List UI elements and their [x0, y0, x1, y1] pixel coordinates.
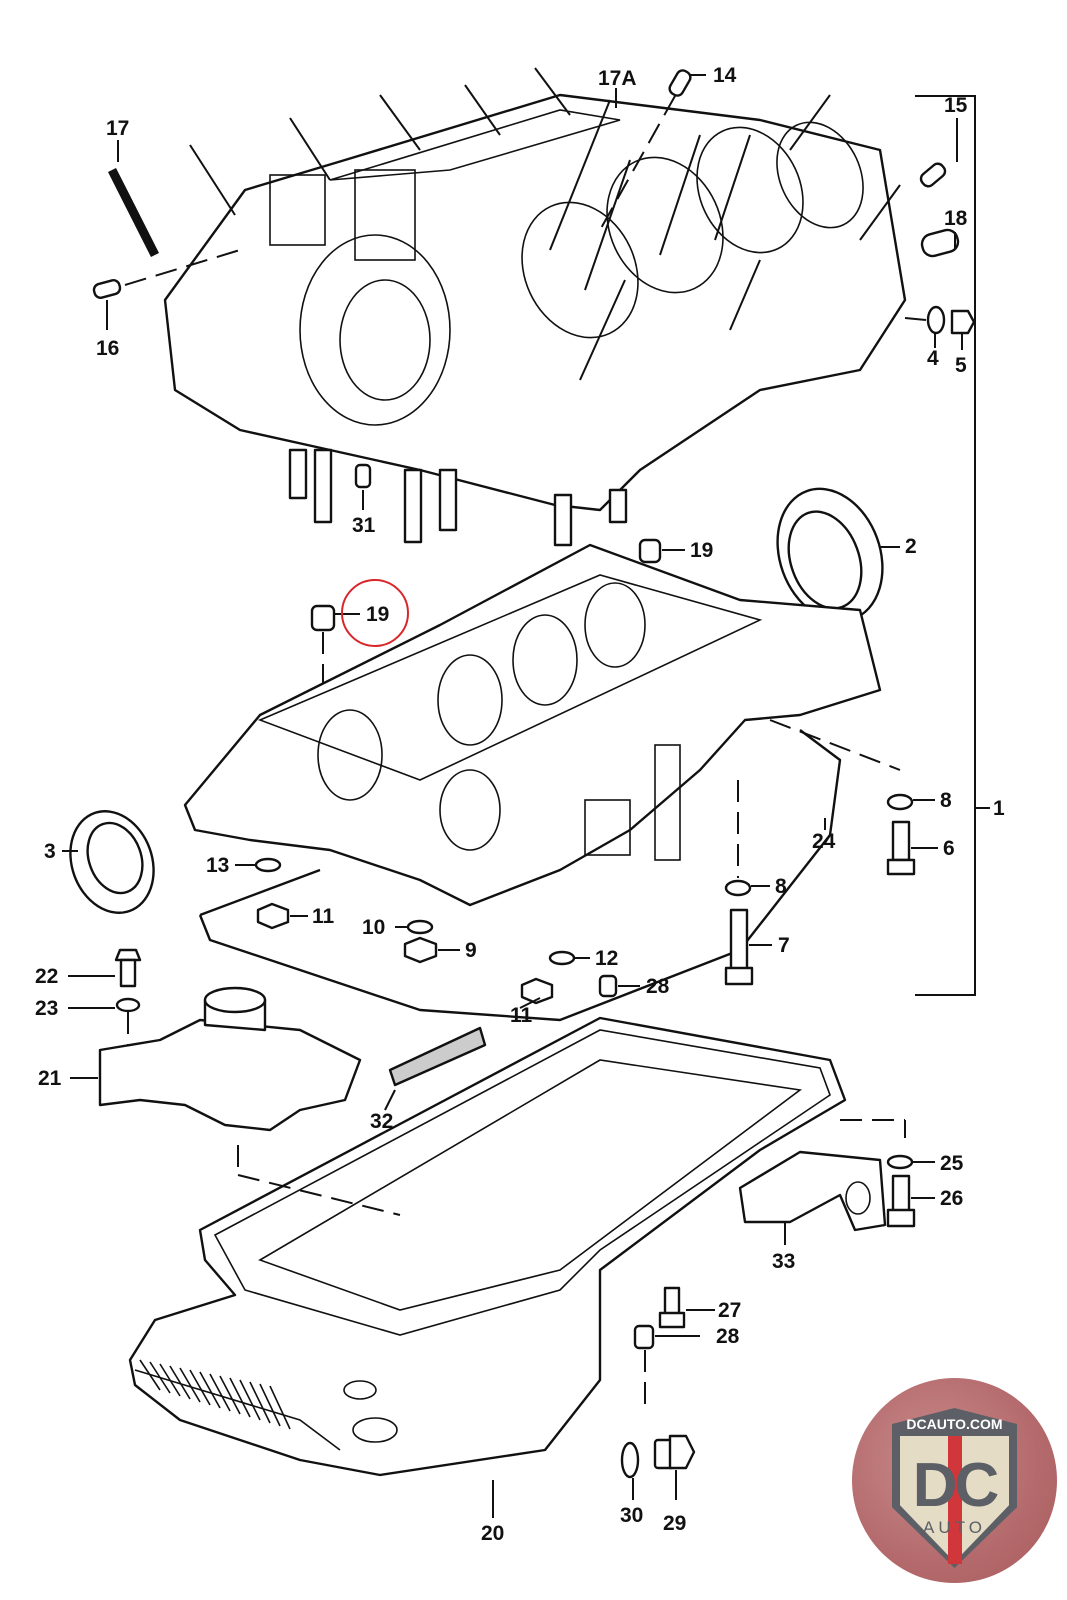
callout-7: 7 — [778, 934, 790, 957]
callout-15: 15 — [944, 94, 968, 117]
sealing-ring-30 — [620, 1441, 640, 1479]
sleeve-19-upper — [638, 538, 662, 564]
crankcase-upper-block — [163, 67, 907, 547]
oil-strainer-21 — [98, 986, 362, 1132]
callout-26: 26 — [940, 1187, 963, 1210]
assembly-1-bracket — [915, 95, 976, 996]
callout-17: 17 — [106, 117, 129, 140]
logo-sub-text: AUTO — [923, 1518, 986, 1537]
logo-site-text: DCAUTO.COM — [906, 1416, 1003, 1432]
callout-14: 14 — [713, 64, 737, 87]
gasket-24 — [198, 729, 842, 1022]
callout-13: 13 — [206, 854, 229, 877]
washer-25 — [886, 1154, 914, 1170]
callout-29: 29 — [663, 1512, 686, 1535]
strainer-mesh-32 — [388, 1026, 487, 1087]
callout-16: 16 — [96, 337, 119, 360]
callout-19-upper: 19 — [690, 539, 713, 562]
bolt-7 — [724, 908, 754, 986]
sealing-ring-4 — [926, 305, 946, 335]
callout-27: 27 — [718, 1299, 741, 1322]
washer-23 — [115, 997, 141, 1013]
bolt-27 — [658, 1286, 686, 1329]
callout-3: 3 — [44, 840, 56, 863]
sleeve-18 — [920, 228, 960, 258]
callout-24: 24 — [812, 830, 836, 853]
callout-30: 30 — [620, 1504, 643, 1527]
bottom-studs — [288, 448, 628, 547]
seal-2 — [776, 487, 884, 623]
nut-11-upper — [256, 902, 290, 930]
nut-11-lower — [520, 977, 554, 1005]
callout-33: 33 — [772, 1250, 795, 1273]
callout-1: 1 — [993, 797, 1005, 820]
callout-5: 5 — [955, 354, 967, 377]
washer-8-upper — [886, 793, 914, 811]
washer-12 — [548, 950, 576, 966]
logo-mark: DC — [912, 1451, 1000, 1520]
dowel-31 — [354, 463, 372, 489]
oil-pan-20 — [128, 1016, 847, 1477]
dowel-14 — [668, 69, 692, 97]
bolt-22 — [114, 948, 142, 988]
callout-8-upper: 8 — [940, 789, 952, 812]
callout-18: 18 — [944, 207, 968, 230]
callout-28-lower: 28 — [716, 1325, 740, 1348]
callout-22: 22 — [35, 965, 58, 988]
callout-11-lower: 11 — [510, 1004, 533, 1027]
callout-21: 21 — [38, 1067, 62, 1090]
callout-2: 2 — [905, 535, 917, 558]
sleeve-19-highlighted — [310, 604, 336, 632]
callout-labels: 17 16 17A 14 15 18 4 5 31 19 2 19 8 1 24… — [35, 64, 1005, 1545]
callout-19-highlighted: 19 — [366, 603, 389, 626]
callout-17a: 17A — [598, 67, 637, 90]
bolt-26 — [886, 1174, 916, 1228]
callout-25: 25 — [940, 1152, 964, 1175]
dcauto-logo: DCAUTO.COM DC AUTO — [852, 1378, 1057, 1583]
sleeve-28-upper — [598, 974, 618, 998]
callout-31: 31 — [352, 514, 376, 537]
stud-17 — [107, 167, 160, 258]
head-studs — [189, 67, 901, 381]
callout-10: 10 — [362, 916, 385, 939]
callout-28-upper: 28 — [646, 975, 670, 998]
callout-4: 4 — [927, 347, 939, 370]
callout-12: 12 — [595, 947, 618, 970]
dowel-15 — [919, 162, 947, 188]
seal-3 — [69, 810, 155, 914]
drain-plug-29 — [653, 1434, 696, 1470]
callout-32: 32 — [370, 1110, 393, 1133]
washer-13 — [254, 857, 282, 873]
logo-stripe — [948, 1436, 962, 1564]
bolt-6 — [886, 820, 916, 876]
bracket-33 — [738, 1150, 887, 1232]
callout-9: 9 — [465, 939, 477, 962]
nut-9 — [403, 936, 438, 964]
callout-11-upper: 11 — [312, 905, 335, 928]
callout-20: 20 — [481, 1522, 504, 1545]
washer-10 — [406, 919, 434, 935]
callout-23: 23 — [35, 997, 58, 1020]
plug-5 — [950, 309, 976, 335]
crankcase-lower-section — [183, 543, 882, 907]
sleeve-28-lower — [633, 1324, 655, 1350]
dowel-16 — [92, 279, 122, 299]
washer-8-lower — [724, 879, 752, 897]
callout-6: 6 — [943, 837, 955, 860]
highlight-circle — [341, 579, 409, 647]
callout-8-lower: 8 — [775, 875, 787, 898]
